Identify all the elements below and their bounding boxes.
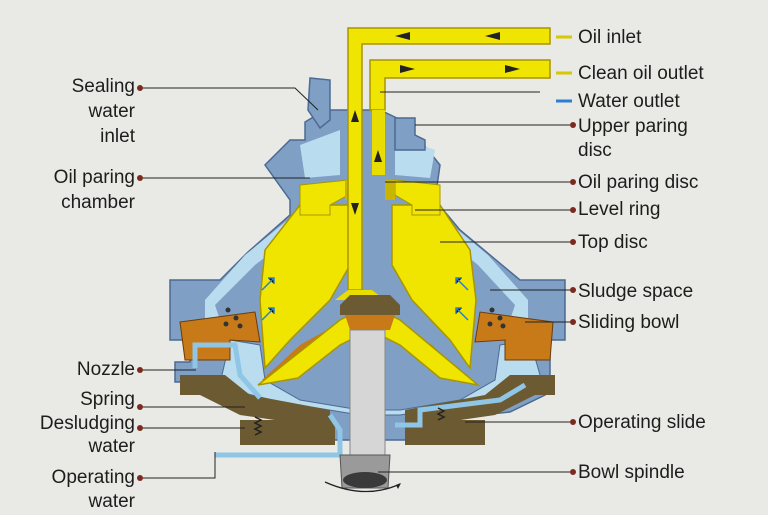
label-oil-inlet: Oil inlet [578,27,642,48]
label-operating-slide: Operating slide [578,412,706,433]
label-top-disc: Top disc [578,232,648,253]
label-sliding-bowl: Sliding bowl [578,312,680,333]
left-leader-dots [137,85,143,481]
water-flow-arrows [261,277,469,321]
label-bowl-spindle: Bowl spindle [578,462,685,483]
label-sealing-water-inlet-line3: inlet [100,126,135,147]
spindle-shape [324,329,401,493]
water-channels [192,342,527,458]
label-oil-paring-disc: Oil paring disc [578,172,699,193]
label-oil-paring-chamber-line1: Oil paring [53,167,135,188]
right-leader-lines [378,91,570,473]
label-sealing-water-inlet-line2: water [88,101,135,122]
label-clean-oil-outlet: Clean oil outlet [578,63,704,84]
label-operating-water-line2: water [88,491,135,512]
label-sealing-water-inlet-line1: Sealing [71,76,135,97]
label-operating-water-line1: Operating [51,467,135,488]
label-water-outlet: Water outlet [578,91,680,112]
right-leader-dots [570,122,576,475]
flow-arrows [351,32,520,215]
spring-shapes [253,407,446,436]
label-desludging-water-line2: water [88,436,135,457]
label-desludging-water-line1: Desludging [39,413,135,434]
label-sludge-space: Sludge space [578,281,694,302]
label-upper-paring-disc-line2: disc [578,140,612,161]
disc-stack [257,179,481,387]
left-leader-lines [143,87,319,479]
label-upper-paring-disc-line1: Upper paring [578,116,688,137]
label-nozzle: Nozzle [76,359,135,380]
sludge-dots [223,307,506,329]
label-oil-paring-chamber-line2: chamber [61,192,135,213]
legend-marks [556,35,572,103]
label-spring: Spring [80,389,135,410]
label-level-ring: Level ring [578,199,661,220]
bowl-hub [340,295,400,330]
